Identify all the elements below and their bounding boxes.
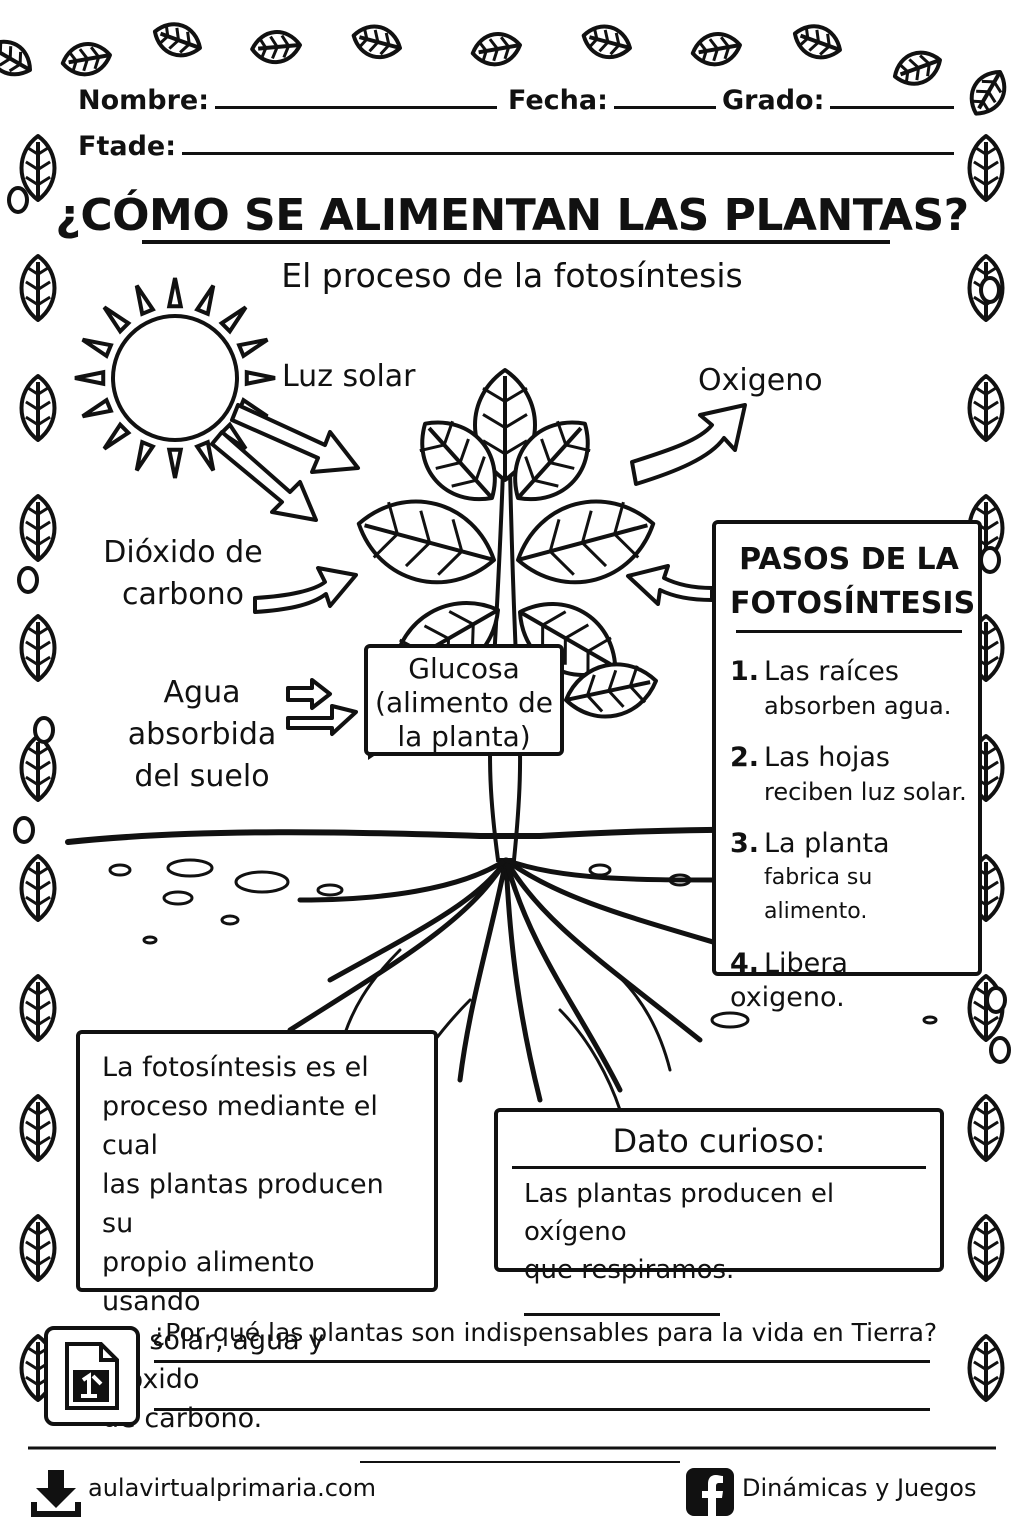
step-number: 1.: [730, 656, 760, 687]
grado-input-line[interactable]: [830, 82, 955, 109]
grado-label: Grado:: [722, 85, 825, 116]
label-agua-line1: Agua: [163, 675, 241, 710]
step-item: 3.La planta fabrica su alimento.: [730, 827, 968, 929]
step-item: 4.Libera oxigeno.: [730, 947, 968, 1015]
plant-roots: [287, 857, 743, 1112]
step-line2: absorben agua.: [764, 692, 952, 720]
definition-line3: las plantas producen su: [102, 1169, 384, 1239]
oxygen-arrow: [630, 403, 747, 486]
glucosa-line1: Glucosa: [408, 652, 520, 685]
co2-arrow: [253, 566, 358, 614]
worksheet-icon-frame: [44, 1326, 140, 1426]
dato-line2: que respiramos.: [524, 1255, 735, 1285]
fecha-field[interactable]: Fecha:: [508, 82, 716, 116]
label-agua-line2: absorbida: [127, 717, 277, 752]
label-dioxido-line1: Dióxido de: [103, 535, 263, 570]
label-luz-solar: Luz solar: [282, 359, 416, 394]
fecha-input-line[interactable]: [613, 82, 716, 109]
label-agua: Agua absorbida del suelo: [122, 672, 282, 798]
step-line1: La planta: [764, 828, 890, 859]
dato-text: Las plantas producen el oxígeno que resp…: [498, 1169, 940, 1333]
question-text: ¿Por qué las plantas son indispensables …: [152, 1318, 938, 1347]
steps-box: PASOS DE LA FOTOSÍNTESIS 1.Las raíces abs…: [712, 520, 982, 1013]
answer-line-2[interactable]: [154, 1408, 930, 1411]
nombre-label: Nombre:: [78, 85, 210, 116]
glucosa-box: Glucosa (alimento de la planta): [364, 644, 564, 756]
label-oxigeno: Oxigeno: [698, 363, 823, 398]
step-item: 2.Las hojas reciben luz solar.: [730, 741, 968, 809]
definition-line1: La fotosíntesis es el: [102, 1052, 369, 1083]
definition-line4: propio alimento usando: [102, 1247, 315, 1317]
dato-line1: Las plantas producen el oxígeno: [524, 1179, 835, 1247]
step-item: 1.Las raíces absorben agua.: [730, 655, 968, 723]
leaf-arrow: [626, 564, 714, 606]
label-dioxido: Dióxido de carbono: [98, 532, 268, 616]
sun-icon: [74, 277, 276, 479]
nombre-field[interactable]: Nombre:: [78, 82, 498, 116]
ftade-label: Ftade:: [78, 131, 177, 162]
nombre-input-line[interactable]: [215, 82, 498, 109]
steps-title: PASOS DE LA FOTOSÍNTESIS: [730, 538, 976, 626]
download-icon[interactable]: [30, 1468, 82, 1518]
dato-divider: [512, 1166, 926, 1169]
document-icon: [65, 1342, 119, 1410]
steps-list: 1.Las raíces absorben agua. 2.Las hojas re…: [730, 655, 968, 1015]
dato-title: Dato curioso:: [612, 1122, 826, 1160]
steps-title-line2: FOTOSÍNTESIS: [730, 586, 976, 621]
step-number: 3.: [730, 828, 760, 859]
title-underline: [142, 240, 890, 244]
water-arrows: [286, 678, 358, 736]
definition-line2: proceso mediante el cual: [102, 1091, 378, 1161]
steps-divider: [736, 630, 962, 633]
step-line2: fabrica su alimento.: [764, 865, 873, 924]
step-line2: reciben luz solar.: [764, 778, 967, 806]
leaf-border-decoration: [0, 22, 1011, 1402]
step-line1: Las raíces: [764, 656, 899, 687]
steps-title-line1: PASOS DE LA: [739, 542, 959, 577]
facebook-icon[interactable]: [686, 1468, 734, 1516]
answer-line-1[interactable]: [154, 1360, 930, 1363]
label-agua-line3: del suelo: [134, 759, 270, 794]
grado-field[interactable]: Grado:: [722, 82, 955, 116]
page-subtitle: El proceso de la fotosíntesis: [281, 256, 743, 295]
page-title: ¿CÓMO SE ALIMENTAN LAS PLANTAS?: [55, 190, 969, 241]
dato-curioso-box: Dato curioso: Las plantas producen el ox…: [494, 1108, 944, 1316]
glucosa-line2: (alimento de: [375, 686, 553, 719]
step-line1: Libera oxigeno.: [730, 948, 848, 1013]
sunlight-arrows: [210, 403, 360, 522]
dato-answer-line[interactable]: [524, 1291, 720, 1316]
step-number: 4.: [730, 948, 760, 979]
footer-social[interactable]: Dinámicas y Juegos: [742, 1474, 977, 1502]
fecha-label: Fecha:: [508, 85, 608, 116]
step-number: 2.: [730, 742, 760, 773]
definition-line6: de carbono.: [102, 1403, 263, 1434]
label-dioxido-line2: carbono: [122, 577, 244, 612]
glucosa-line3: la planta): [397, 720, 531, 753]
footer-website[interactable]: aulavirtualprimaria.com: [88, 1474, 377, 1502]
ftade-field[interactable]: Ftade:: [78, 128, 955, 162]
ftade-input-line[interactable]: [182, 128, 955, 155]
definition-box: La fotosíntesis es el proceso mediante e…: [76, 1030, 438, 1434]
step-line1: Las hojas: [764, 742, 890, 773]
